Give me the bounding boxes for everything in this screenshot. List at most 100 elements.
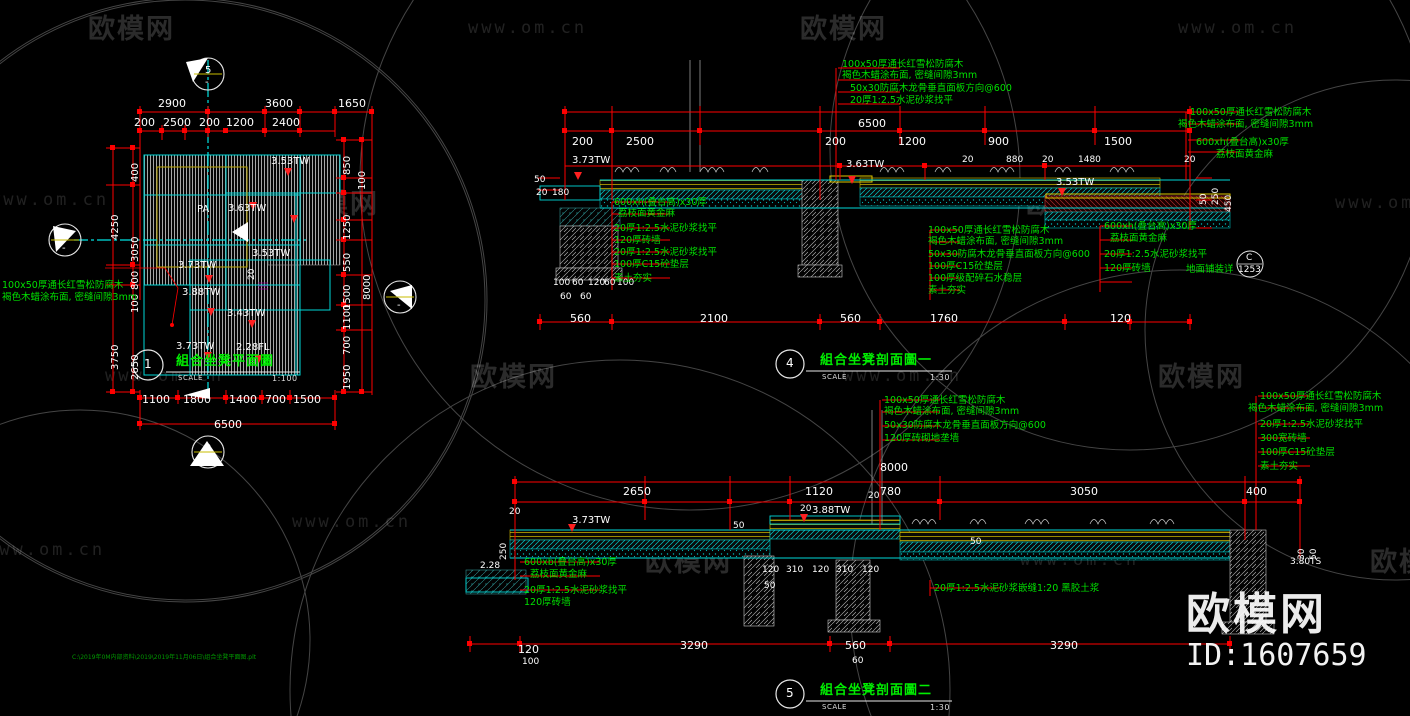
plan-room-label: PA <box>197 204 210 215</box>
s5-stack: 310 <box>836 565 854 575</box>
s4-note1-l1: 100x50厚通长红雪松防腐木 <box>842 59 964 70</box>
s5-note3-l3: 20厚1:2.5水泥砂浆找平 <box>524 585 627 596</box>
s4-note1-l3: 50x30防腐木龙骨垂直面板方向@600 <box>850 83 1012 94</box>
s5-level: 3.88TW <box>812 505 851 516</box>
plan-dim: 1650 <box>338 97 366 110</box>
s5-bdim: 3290 <box>1050 639 1078 652</box>
brand-id-text: ID:1607659 <box>1186 638 1367 673</box>
plan-dim-total: 6500 <box>214 418 242 431</box>
s4-stack: 120 <box>588 278 606 288</box>
s4-subdim: 1480 <box>1078 155 1101 165</box>
watermark-url: www.om.cn <box>1178 18 1298 38</box>
s5-bdim: 120 <box>518 643 539 656</box>
s4-note4-l1: 100x50厚通长红雪松防腐木 <box>928 225 1050 236</box>
s4-note4-l2: 褐色木蜡涂布面, 密缝间隙3mm <box>928 236 1064 247</box>
s4-stack: 60 <box>604 278 616 288</box>
s4-dim: 200 <box>825 135 846 148</box>
plan-level: 2.28FL <box>236 342 270 353</box>
watermark-url: www.om.cn <box>0 540 106 560</box>
s4-note3-l5: 20厚1:2.5水泥砂浆找平 <box>614 247 717 258</box>
s5-stack: 120 <box>862 565 880 575</box>
s4-bdim: 120 <box>1110 312 1131 325</box>
s4-scale-value: 1:30 <box>930 373 950 382</box>
watermark-logo: 欧模网 <box>470 362 557 393</box>
s4-total-dim: 6500 <box>858 117 886 130</box>
s4-note3-l3: 20厚1:2.5水泥砂浆找平 <box>614 223 717 234</box>
s4-ldim: 180 <box>552 188 570 198</box>
s5-scale-value: 1:30 <box>930 703 950 712</box>
plan-dim: 200 <box>199 116 220 129</box>
s5-mdim: 20 <box>800 504 812 514</box>
plan-note-line-2: 褐色木蜡涂布面, 密缝间隙3mm <box>2 292 138 303</box>
s4-subdim: 20 <box>1184 155 1196 165</box>
plan-level: 3.73TW <box>176 341 215 352</box>
s4-note5-l2: 荔枝面黄金麻 <box>1110 233 1168 244</box>
s5-title: 組合坐凳剖面圖二 <box>820 683 933 698</box>
s5-stack: 120 <box>762 565 780 575</box>
plan-dim: 1500 <box>293 393 321 406</box>
s4-note3-l4: 120厚砖墙 <box>614 235 661 246</box>
s5-total-dim: 8000 <box>880 461 908 474</box>
plan-callout-3[interactable]: 3 <box>397 288 404 299</box>
plan-note-line-1: 100x50厚通长红雪松防腐木 <box>2 280 124 291</box>
s5-dim: 780 <box>880 485 901 498</box>
s5-mdim: 50 <box>733 521 745 531</box>
plan-callout-5-sub: - <box>205 77 209 88</box>
plan-dim: 1800 <box>183 393 211 406</box>
watermark-logo: 欧模网 <box>88 14 175 45</box>
s5-bdim: 560 <box>845 639 866 652</box>
s4-note5-l4: 120厚砖墙 <box>1104 263 1151 274</box>
s4-note1-l2: 褐色木蜡涂布面, 密缝间隙3mm <box>842 70 978 81</box>
s5-dim: 1120 <box>805 485 833 498</box>
plan-dim: 2900 <box>158 97 186 110</box>
watermark-url: www.om.cn <box>1335 193 1410 213</box>
s4-subdim: 20 <box>962 155 974 165</box>
plan-callout-4[interactable]: 4 <box>62 231 69 242</box>
s5-dim: 400 <box>1246 485 1267 498</box>
s4-stack: 60 <box>572 278 584 288</box>
s4-scale-label: SCALE <box>822 373 847 381</box>
watermark-url: www.om.cn <box>292 512 412 532</box>
s4-note1-l4: 20厚1:2.5水泥砂浆找平 <box>850 95 953 106</box>
s5-dim: 3050 <box>1070 485 1098 498</box>
s5-dim: 2650 <box>623 485 651 498</box>
plan-callout-2[interactable]: 2 <box>205 443 212 454</box>
plan-level: 3.73TW <box>178 260 217 271</box>
plan-callout-5[interactable]: 5 <box>205 65 212 76</box>
s4-note5-l3: 20厚1:2.5水泥砂浆找平 <box>1104 249 1207 260</box>
plan-dim: 2500 <box>163 116 191 129</box>
s4-note6: 地面铺装详 <box>1186 264 1234 275</box>
plan-dim: 700 <box>265 393 286 406</box>
plan-callout-3-sub: - <box>397 300 401 311</box>
s5-ldim: 250 <box>499 542 509 560</box>
s5-number: 5 <box>786 686 794 700</box>
s4-note3-l7: 素土夯实 <box>614 273 653 284</box>
plan-level: 3.53TW <box>271 156 310 167</box>
s5-note2-l3: 20厚1:2.5水泥砂浆找平 <box>1260 419 1363 430</box>
s4-marker-code: 1253 <box>1238 265 1261 275</box>
plan-level: 3.63TW <box>228 203 267 214</box>
s4-ldim: 20 <box>536 188 548 198</box>
plan-dim: 1200 <box>226 116 254 129</box>
s5-note2-l1: 100x50厚通长红雪松防腐木 <box>1260 391 1382 402</box>
s4-stack: 100 <box>553 278 571 288</box>
s4-stack: 60 <box>580 292 592 302</box>
s5-stack: 50 <box>764 581 776 591</box>
s5-ldim: 2.28 <box>480 561 501 571</box>
s5-bsub: 60 <box>852 656 864 666</box>
plan-callout-4-sub: - <box>62 243 66 254</box>
s4-note4-l6: 素土夯实 <box>928 285 967 296</box>
watermark-logo: 欧模网 <box>800 14 887 45</box>
s4-note2-l1: 100x50厚通长红雪松防腐木 <box>1190 107 1312 118</box>
s4-bdim: 560 <box>840 312 861 325</box>
s5-note1-l1: 100x50厚通长红雪松防腐木 <box>884 395 1006 406</box>
s4-note3-l6: 100厚C15砼垫层 <box>614 259 689 270</box>
s4-note3-l2: 荔枝面黄金麻 <box>618 208 676 219</box>
s5-note4: 20厚1:2.5水泥砂浆嵌缝1:20 黑胶土浆 <box>934 583 1100 594</box>
s4-dim: 1200 <box>898 135 926 148</box>
